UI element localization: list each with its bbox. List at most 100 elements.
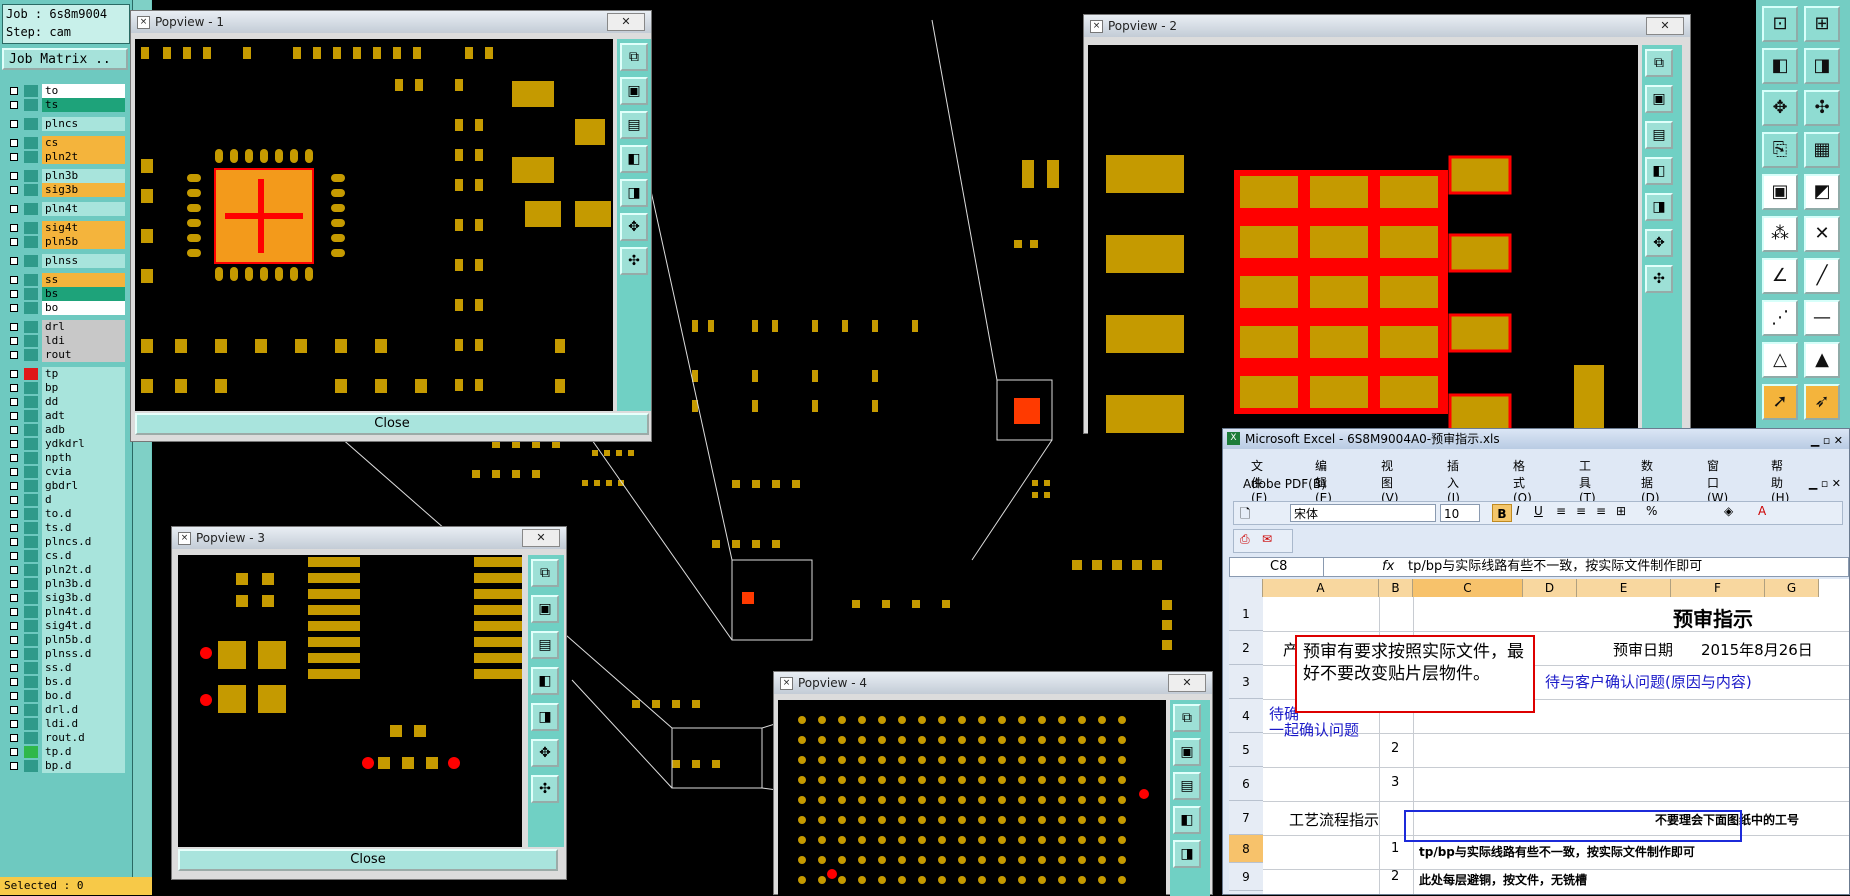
pointer-select-icon[interactable]: ➶ <box>1804 384 1840 420</box>
layer-checkbox[interactable] <box>10 762 18 770</box>
zoom-window-icon[interactable]: ▣ <box>1645 85 1673 113</box>
row-header-7[interactable]: 7 <box>1229 801 1263 835</box>
column-header-a[interactable]: A <box>1263 579 1379 597</box>
menu-item-5[interactable]: 工具(T) <box>1579 459 1596 505</box>
layer-name[interactable]: cs.d <box>42 549 125 563</box>
window-controls-icon[interactable]: ▁ ▫ ✕ <box>1810 434 1843 447</box>
layer-checkbox[interactable] <box>10 290 18 298</box>
zoom-left-icon[interactable]: ◧ <box>531 667 559 695</box>
row-header-5[interactable]: 5 <box>1229 733 1263 767</box>
layer-name[interactable]: cvia <box>42 465 125 479</box>
popview-3-titlebar[interactable]: × Popview - 3 ✕ <box>172 527 566 549</box>
layer-add-icon[interactable]: ⧉ <box>620 43 648 71</box>
layer-name[interactable]: pln5b <box>42 235 125 249</box>
layer-checkbox[interactable] <box>10 412 18 420</box>
layer-row-drl-d[interactable]: drl.d <box>4 703 126 717</box>
bold-icon[interactable]: B <box>1492 504 1512 522</box>
layer-checkbox[interactable] <box>10 276 18 284</box>
layer-row-ss[interactable]: ss <box>4 273 126 287</box>
layer-row-rout-d[interactable]: rout.d <box>4 731 126 745</box>
layer-row-ts-d[interactable]: ts.d <box>4 521 126 535</box>
layer-color-swatch[interactable] <box>24 438 38 450</box>
layer-color-swatch[interactable] <box>24 494 38 506</box>
font-size-select[interactable]: 10 <box>1440 504 1480 522</box>
layer-checkbox[interactable] <box>10 101 18 109</box>
angle-icon[interactable]: ∠ <box>1762 258 1798 294</box>
minus-icon[interactable]: — <box>1804 300 1840 336</box>
layer-name[interactable]: pln3b.d <box>42 577 125 591</box>
layer-checkbox[interactable] <box>10 510 18 518</box>
layer-row-pln4t[interactable]: pln4t <box>4 202 126 216</box>
close-icon[interactable]: ✕ <box>1168 674 1206 692</box>
layer-color-swatch[interactable] <box>24 690 38 702</box>
layer-name[interactable]: bs <box>42 287 125 301</box>
snap-icon[interactable]: ⎘ <box>1762 132 1798 168</box>
layer-row-pln4t-d[interactable]: pln4t.d <box>4 605 126 619</box>
layer-row-cs-d[interactable]: cs.d <box>4 549 126 563</box>
zoom-prev-icon[interactable]: ◧ <box>1762 48 1798 84</box>
layer-color-swatch[interactable] <box>24 452 38 464</box>
layer-row-pln3b[interactable]: pln3b <box>4 169 126 183</box>
layer-name[interactable]: pln5b.d <box>42 633 125 647</box>
row-header-6[interactable]: 6 <box>1229 767 1263 801</box>
popview-2-titlebar[interactable]: × Popview - 2 ✕ <box>1084 15 1690 37</box>
layer-name[interactable]: ts.d <box>42 521 125 535</box>
menu-item-3[interactable]: 插入(I) <box>1447 459 1460 505</box>
layer-row-cs[interactable]: cs <box>4 136 126 150</box>
column-header-e[interactable]: E <box>1577 579 1671 597</box>
layer-name[interactable]: sig4t.d <box>42 619 125 633</box>
layer-name[interactable]: adb <box>42 423 125 437</box>
layer-name[interactable]: ss.d <box>42 661 125 675</box>
menu-item-6[interactable]: 数据(D) <box>1641 459 1660 505</box>
row-header-8[interactable]: 8 <box>1229 835 1263 863</box>
layer-color-swatch[interactable] <box>24 288 38 300</box>
layer-row-bp-d[interactable]: bp.d <box>4 759 126 773</box>
layer-color-swatch[interactable] <box>24 410 38 422</box>
layer-name[interactable]: plnss.d <box>42 647 125 661</box>
layer-name[interactable]: plncs <box>42 117 125 131</box>
layer-row-tp[interactable]: tp <box>4 367 126 381</box>
layer-name[interactable]: ldi.d <box>42 717 125 731</box>
column-header-d[interactable]: D <box>1523 579 1577 597</box>
layer-color-swatch[interactable] <box>24 349 38 361</box>
layer-row-sig3b[interactable]: sig3b <box>4 183 126 197</box>
line-icon[interactable]: ╱ <box>1804 258 1840 294</box>
layer-name[interactable]: ts <box>42 98 125 112</box>
layer-color-swatch[interactable] <box>24 424 38 436</box>
zoom-right-icon[interactable]: ◨ <box>1645 193 1673 221</box>
layer-row-d[interactable]: d <box>4 493 126 507</box>
layer-color-swatch[interactable] <box>24 746 38 758</box>
layer-color-swatch[interactable] <box>24 620 38 632</box>
layer-row-pln5b[interactable]: pln5b <box>4 235 126 249</box>
zoom-in-icon[interactable]: ⊞ <box>1804 6 1840 42</box>
layer-checkbox[interactable] <box>10 238 18 246</box>
layer-color-swatch[interactable] <box>24 99 38 111</box>
layer-checkbox[interactable] <box>10 323 18 331</box>
layer-name[interactable]: to <box>42 84 125 98</box>
fit-icon[interactable]: ✥ <box>1645 229 1673 257</box>
layer-color-swatch[interactable] <box>24 508 38 520</box>
popview-4-canvas[interactable] <box>778 700 1166 896</box>
popview-2-canvas[interactable] <box>1088 45 1638 435</box>
layer-checkbox[interactable] <box>10 622 18 630</box>
zoom-next-icon[interactable]: ◨ <box>1804 48 1840 84</box>
layer-color-swatch[interactable] <box>24 170 38 182</box>
close-icon[interactable]: ✕ <box>607 13 645 31</box>
align-left-icon[interactable]: ≡ <box>1556 504 1567 518</box>
layer-checkbox[interactable] <box>10 720 18 728</box>
layer-color-swatch[interactable] <box>24 203 38 215</box>
layer-color-swatch[interactable] <box>24 606 38 618</box>
font-select[interactable]: 宋体 <box>1290 504 1436 522</box>
zoom-left-icon[interactable]: ◧ <box>620 145 648 173</box>
font-color-icon[interactable]: A <box>1758 504 1767 518</box>
row-header-10[interactable]: 10 <box>1229 891 1263 894</box>
layer-name[interactable]: npth <box>42 451 125 465</box>
pdf-icon[interactable]: ⎙ <box>1240 532 1250 546</box>
layer-row-ts[interactable]: ts <box>4 98 126 112</box>
layer-name[interactable]: sig3b.d <box>42 591 125 605</box>
fit-icon[interactable]: ✥ <box>531 739 559 767</box>
layer-row-npth[interactable]: npth <box>4 451 126 465</box>
percent-icon[interactable]: % <box>1646 504 1658 518</box>
layer-row-dd[interactable]: dd <box>4 395 126 409</box>
layer-color-swatch[interactable] <box>24 382 38 394</box>
